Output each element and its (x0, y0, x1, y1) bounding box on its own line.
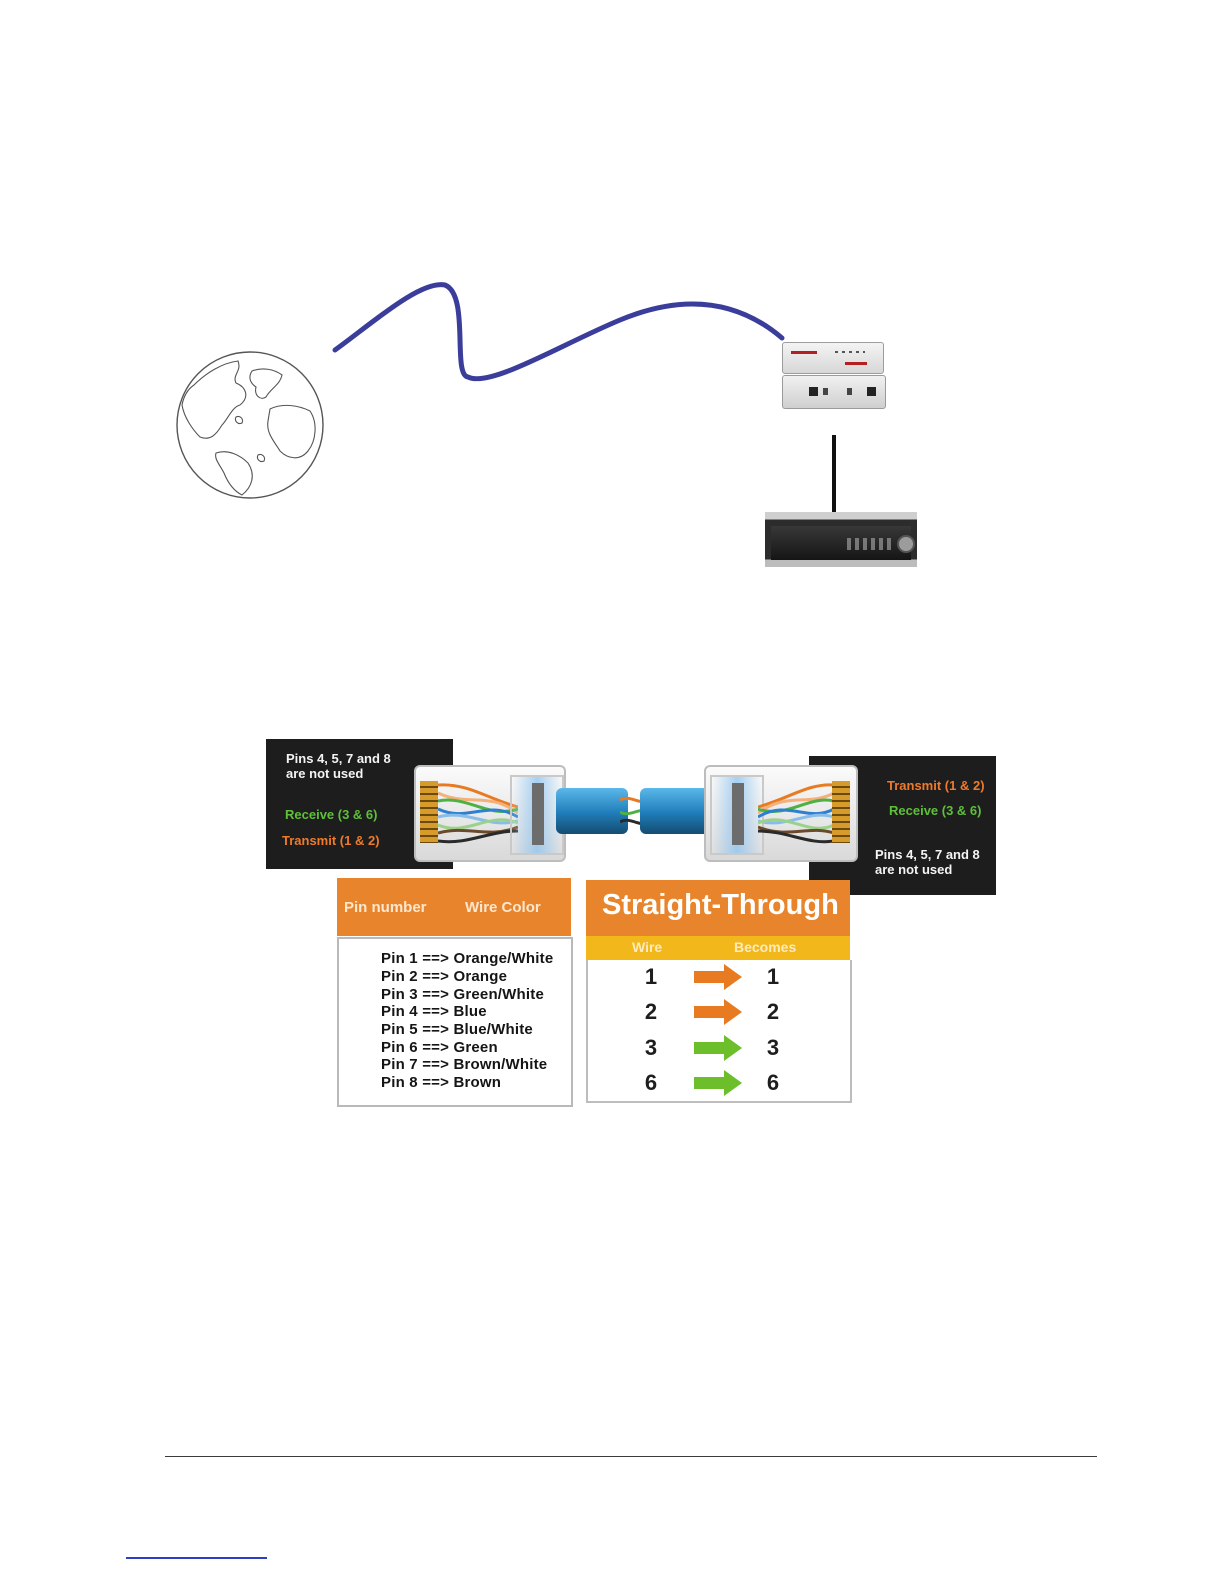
globe-icon (176, 351, 324, 499)
becomes-number: 1 (766, 964, 780, 989)
dvr-jog-dial (897, 535, 915, 553)
pin-row: Pin 6 ==> Green (381, 1039, 498, 1056)
footnote-divider (126, 1557, 267, 1559)
arrow-right-icon (694, 999, 742, 1025)
pin-row: Pin 3 ==> Green/White (381, 986, 545, 1003)
becomes-number: 6 (766, 1070, 780, 1095)
modem-port-3 (847, 388, 852, 395)
cable-jacket-left (556, 788, 628, 834)
wire-number: 2 (644, 999, 658, 1024)
dvr-device (765, 512, 917, 567)
right-receive-label: Receive (3 & 6) (889, 803, 982, 818)
network-connections (332, 282, 836, 512)
pin-row: Pin 8 ==> Brown (381, 1074, 502, 1091)
right-plug-contacts (832, 781, 850, 843)
pin-row: Pin 2 ==> Orange (381, 968, 508, 985)
left-unused-pins-note: Pins 4, 5, 7 and 8 are not used (286, 751, 391, 781)
modem-logo (791, 351, 817, 354)
footer-divider (165, 1456, 1097, 1457)
pin-row: Pin 1 ==> Orange/White (381, 950, 554, 967)
arrow-right-icon (694, 1035, 742, 1061)
wire-number: 3 (644, 1035, 658, 1060)
straight-through-header: Straight-Through (586, 880, 850, 936)
modem-port-1 (809, 387, 818, 396)
becomes-number: 3 (766, 1035, 780, 1060)
pin-number-header: Pin number (344, 899, 427, 916)
rj45-plug-right (704, 765, 858, 862)
wire-color-header: Wire Color (465, 899, 541, 916)
wire-number: 6 (644, 1070, 658, 1095)
arrow-right-icon (694, 964, 742, 990)
modem-model-badge (845, 362, 867, 365)
wire-number: 1 (644, 964, 658, 989)
internet-cable (332, 282, 785, 382)
right-plug-boot (710, 775, 764, 855)
modem-port-2 (823, 388, 828, 395)
dvr-button-row (847, 538, 895, 550)
pin-color-list: Pin 1 ==> Orange/White Pin 2 ==> Orange … (337, 937, 573, 1107)
rj45-plug-left (414, 765, 566, 862)
cable-jacket-right (640, 788, 710, 834)
right-transmit-label: Transmit (1 & 2) (887, 778, 985, 793)
right-unused-pins-note: Pins 4, 5, 7 and 8 are not used (875, 847, 980, 877)
left-plug-boot (510, 775, 564, 855)
left-receive-label: Receive (3 & 6) (285, 807, 378, 822)
arrow-right-icon (694, 1070, 742, 1096)
left-plug-wires (438, 783, 518, 844)
left-plug-contacts (420, 781, 438, 843)
straight-through-mapping: 1 1 2 2 3 3 6 6 (586, 960, 852, 1103)
becomes-column-header: Becomes (734, 939, 797, 955)
pin-table-header: Pin number Wire Color (337, 878, 571, 936)
pin-row: Pin 7 ==> Brown/White (381, 1056, 548, 1073)
pin-row: Pin 5 ==> Blue/White (381, 1021, 533, 1038)
pin-row: Pin 4 ==> Blue (381, 1003, 487, 1020)
straight-through-title: Straight-Through (602, 889, 839, 921)
modem-bottom-unit (782, 375, 886, 409)
modem-led-row (835, 351, 865, 353)
modem-port-4 (867, 387, 876, 396)
left-transmit-label: Transmit (1 & 2) (282, 833, 380, 848)
becomes-number: 2 (766, 999, 780, 1024)
right-plug-wires (758, 783, 834, 844)
modem-top-unit (782, 342, 884, 374)
straight-through-subheader: Wire Becomes (586, 936, 850, 960)
wire-column-header: Wire (632, 939, 663, 955)
